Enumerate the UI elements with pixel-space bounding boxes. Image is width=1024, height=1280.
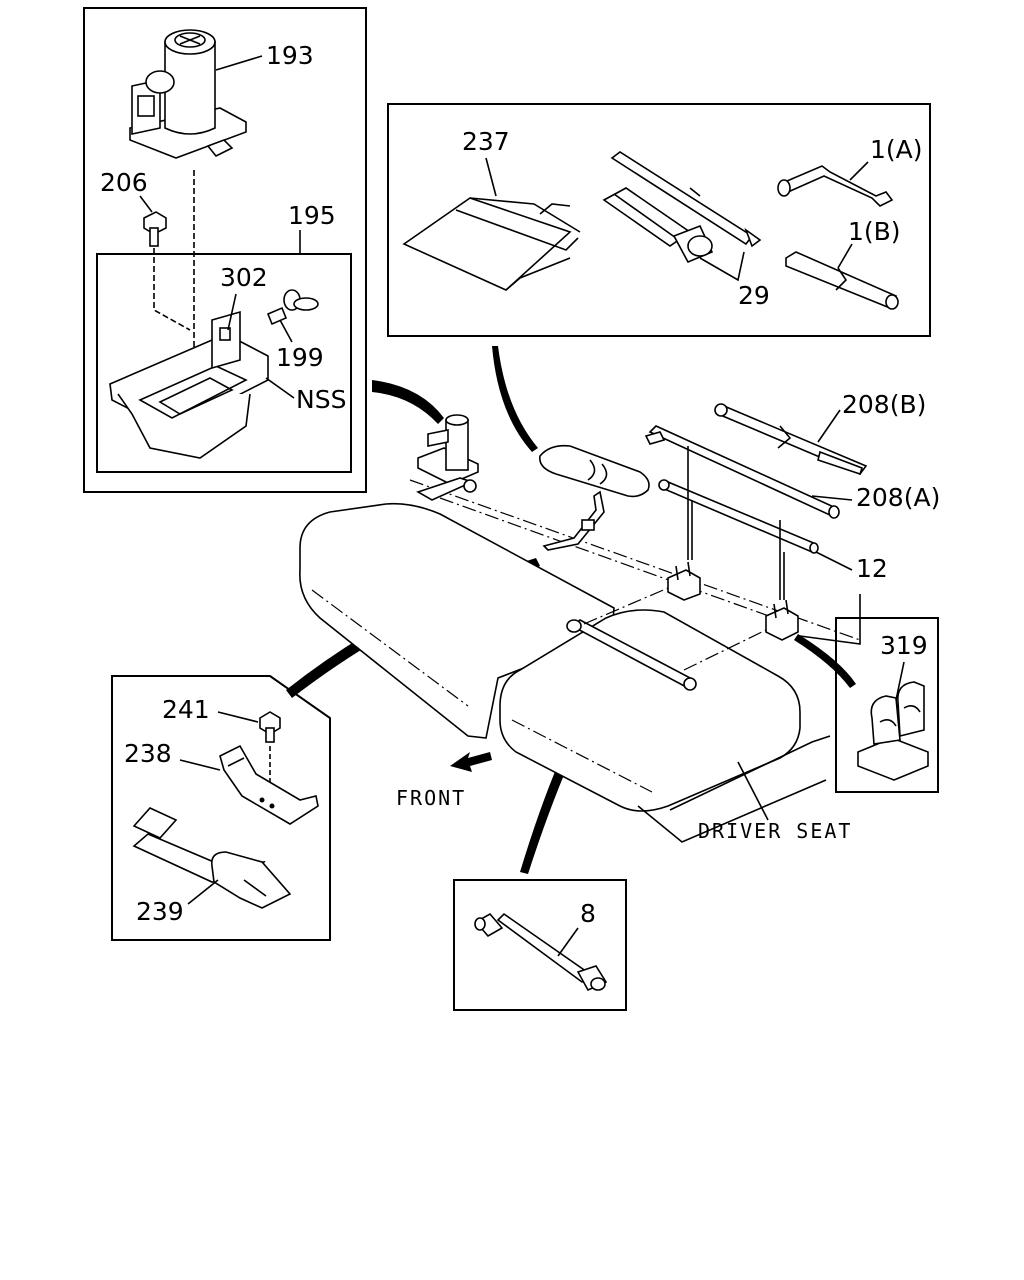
clip-left-illustration [667,561,701,601]
clip-right-illustration [765,599,799,641]
handle-1a-illustration [777,165,894,207]
strap-panel-border [111,675,331,941]
callout-208a: 208(A) [856,483,940,512]
strap-detail-panel: 241 238 239 [111,675,331,941]
tool-bag-237-illustration [402,197,581,291]
jack-detail-panel: 193 206 195 302 199 NSS [83,7,367,493]
jack-panel-border [83,7,367,493]
rod-208a-illustration [644,425,840,519]
callout-195: 195 [288,201,336,230]
main-assembly: FRONT DRIVER SEAT 208(B) 208(A) 12 [286,346,940,874]
bolt-241-illustration [259,711,281,743]
rod-208b-illustration [714,403,868,476]
callout-241: 241 [162,695,210,724]
wing-bolt-199-illustration [266,289,319,326]
leader-arrow-clip [794,634,856,688]
front-direction-arrow [450,752,492,772]
wrench-detail-panel: 8 [453,879,627,1011]
leader-arrow-jack [372,380,444,424]
jack-bracket-subpanel [96,253,352,473]
callout-nss: NSS [296,385,346,414]
wrench-rod-mounted-illustration [566,619,697,691]
rod-12-illustration [658,479,819,554]
wrench-8-illustration [474,912,608,992]
callout-1a: 1(A) [870,135,923,164]
callout-199: 199 [276,343,324,372]
tool-set-29-illustration [602,151,762,264]
bolt-206-illustration [143,211,167,247]
callout-237: 237 [462,127,510,156]
callout-29: 29 [738,281,770,310]
callout-238: 238 [124,739,172,768]
seat-cushions-illustration [299,502,861,843]
callout-12: 12 [856,554,888,583]
front-label: FRONT [396,786,466,810]
strap-239-illustration [132,807,292,909]
callout-1b: 1(B) [848,217,901,246]
leader-arrow-bag [492,346,538,452]
callout-193: 193 [266,41,314,70]
callout-239: 239 [136,897,184,926]
leader-arrow-wrench [520,672,614,874]
clip-detail-panel: 319 [835,617,939,793]
tool-panel-border [387,103,931,337]
wrench-panel-border [453,879,627,1011]
tool-bag-mounted-illustration [539,444,650,498]
driver-seat-label: DRIVER SEAT [698,819,852,843]
jack-mounted-illustration [416,414,479,501]
callout-8: 8 [580,899,596,928]
jack-bracket-illustration [109,310,269,459]
callout-206: 206 [100,168,148,197]
tool-detail-panel: 237 1(A) 1(B) 29 [387,103,931,337]
callout-208b: 208(B) [842,390,926,419]
clip-panel-border [835,617,939,793]
strap-mounted-illustration [542,490,605,551]
clip-319-illustration [857,681,929,781]
bottle-jack-illustration [129,29,247,159]
handle-1b-illustration [785,251,899,310]
callout-302: 302 [220,263,268,292]
strap-bracket-238-illustration [219,744,319,825]
callout-319: 319 [880,631,928,660]
